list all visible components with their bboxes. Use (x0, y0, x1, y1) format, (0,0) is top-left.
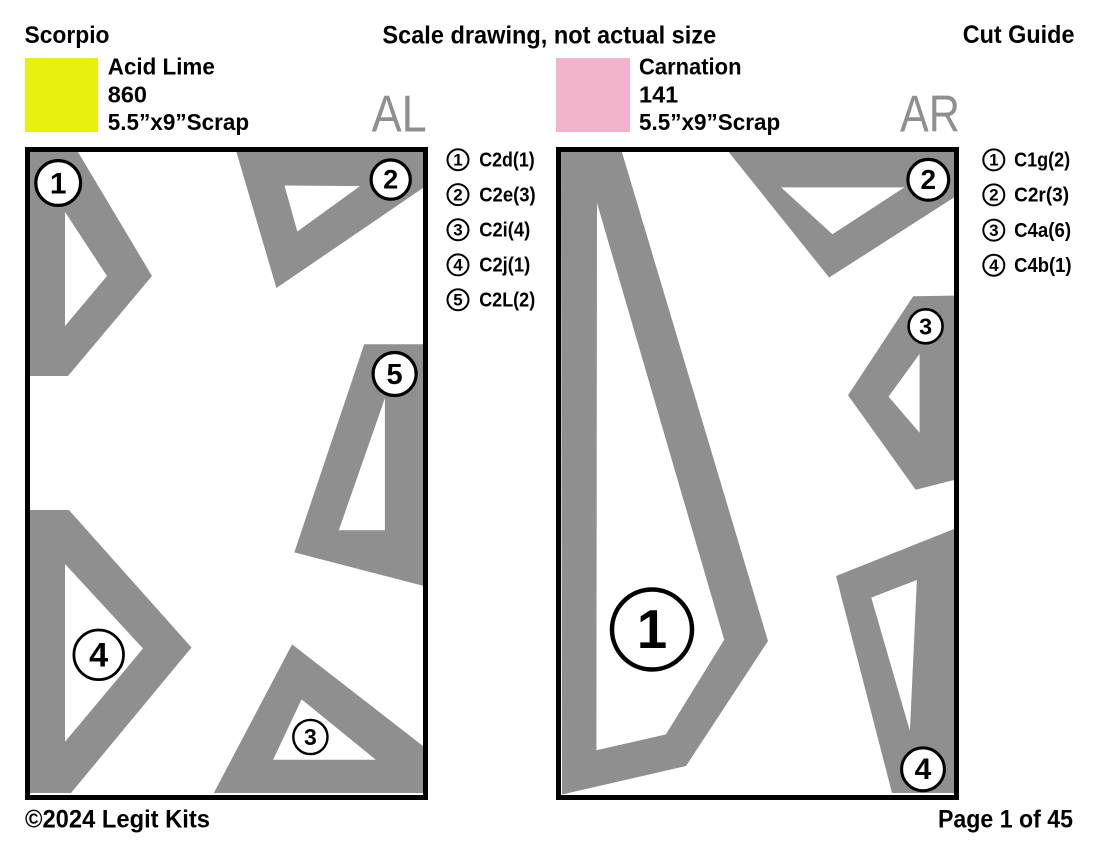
svg-text:C4b(1): C4b(1) (1014, 255, 1072, 277)
svg-text:Scale drawing, not actual size: Scale drawing, not actual size (382, 21, 716, 49)
svg-text:3: 3 (919, 314, 932, 340)
svg-text:C2L(2): C2L(2) (479, 290, 535, 312)
svg-text:C2e(3): C2e(3) (479, 184, 536, 206)
svg-text:5: 5 (387, 359, 403, 391)
svg-text:Acid Lime: Acid Lime (108, 54, 215, 80)
svg-text:Cut Guide: Cut Guide (963, 21, 1075, 49)
svg-text:4: 4 (989, 256, 999, 275)
svg-text:1: 1 (989, 151, 998, 170)
svg-text:3: 3 (453, 221, 462, 240)
svg-text:5.5”x9”Scrap: 5.5”x9”Scrap (639, 109, 780, 135)
svg-text:860: 860 (108, 81, 147, 107)
svg-text:C2r(3): C2r(3) (1014, 185, 1069, 207)
svg-text:3: 3 (989, 221, 998, 240)
svg-text:AR: AR (900, 86, 960, 144)
svg-text:©2024 Legit Kits: ©2024 Legit Kits (25, 806, 210, 834)
svg-text:1: 1 (50, 167, 67, 200)
svg-text:5.5”x9”Scrap: 5.5”x9”Scrap (108, 109, 249, 135)
svg-text:4: 4 (89, 637, 108, 675)
svg-text:4: 4 (915, 753, 932, 786)
svg-text:C2i(4): C2i(4) (479, 220, 530, 242)
svg-text:C2j(1): C2j(1) (479, 255, 530, 277)
svg-text:2: 2 (989, 186, 998, 205)
svg-text:141: 141 (639, 81, 678, 107)
svg-text:C1g(2): C1g(2) (1014, 150, 1070, 172)
svg-text:Scorpio: Scorpio (25, 22, 110, 49)
svg-text:2: 2 (921, 164, 937, 195)
svg-text:2: 2 (383, 164, 398, 195)
svg-text:Page 1 of 45: Page 1 of 45 (938, 806, 1073, 834)
svg-text:C2d(1): C2d(1) (479, 149, 535, 171)
svg-text:C4a(6): C4a(6) (1014, 220, 1071, 242)
svg-text:1: 1 (637, 599, 667, 660)
svg-text:3: 3 (304, 724, 317, 750)
svg-text:2: 2 (453, 185, 462, 204)
svg-text:5: 5 (453, 291, 462, 310)
svg-text:1: 1 (453, 151, 462, 170)
svg-text:AL: AL (372, 86, 427, 144)
svg-text:4: 4 (453, 256, 463, 275)
svg-text:Carnation: Carnation (639, 54, 742, 80)
